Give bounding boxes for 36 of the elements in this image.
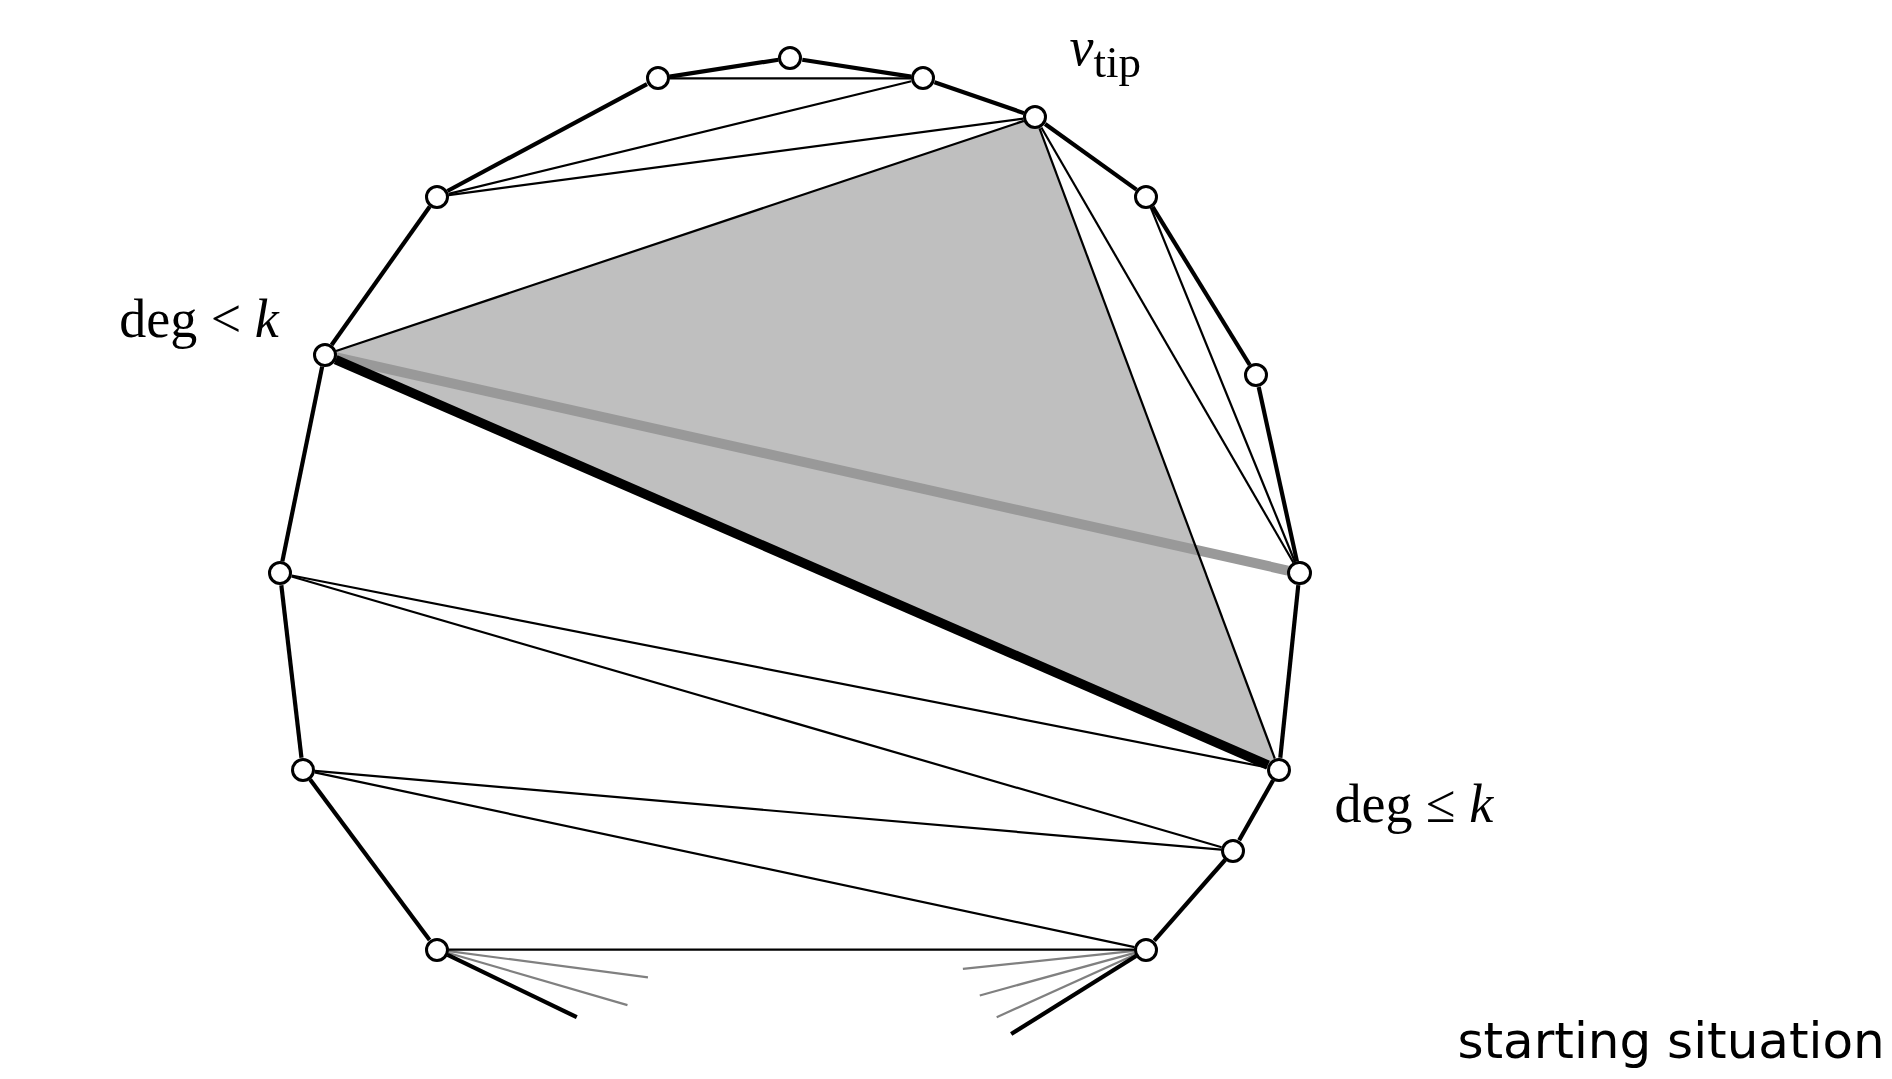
edge-line <box>314 771 1135 949</box>
edge-line <box>933 80 1025 116</box>
edge-stub <box>979 951 1135 997</box>
edge-line <box>335 352 1289 576</box>
edge-line <box>1256 386 1299 562</box>
edge-line <box>291 575 1222 849</box>
edge-line <box>1237 779 1275 842</box>
edge-stub <box>962 949 1135 971</box>
edge-line <box>1038 127 1276 759</box>
edge-stub <box>996 953 1136 1019</box>
edge-line <box>669 57 779 79</box>
edge-line <box>314 769 1222 851</box>
edge-line <box>1149 207 1296 563</box>
edge-line <box>1152 858 1227 942</box>
edge-stub <box>1010 954 1138 1036</box>
edge-line <box>801 57 912 79</box>
edge-line <box>333 355 1270 770</box>
edge-line <box>669 77 911 80</box>
edge-line <box>446 82 648 193</box>
edge-stub <box>446 952 578 1020</box>
edge-line <box>1150 205 1252 367</box>
edge-line <box>448 117 1024 197</box>
edge-line <box>1278 584 1301 759</box>
edge-line <box>448 948 1135 951</box>
edge-line <box>1040 126 1295 564</box>
edge-line <box>1043 122 1138 192</box>
edge-line <box>308 778 432 942</box>
edge-line <box>329 205 432 347</box>
edge-line <box>280 366 325 562</box>
edge-stub <box>448 951 628 1007</box>
vertex-label: v$_{tip}$ <box>1069 20 1141 85</box>
caption: starting situation <box>1457 1016 1885 1066</box>
edge-line <box>335 119 1025 352</box>
edge-line <box>279 584 304 759</box>
edge-stub <box>448 950 649 979</box>
edge-line <box>448 80 912 195</box>
